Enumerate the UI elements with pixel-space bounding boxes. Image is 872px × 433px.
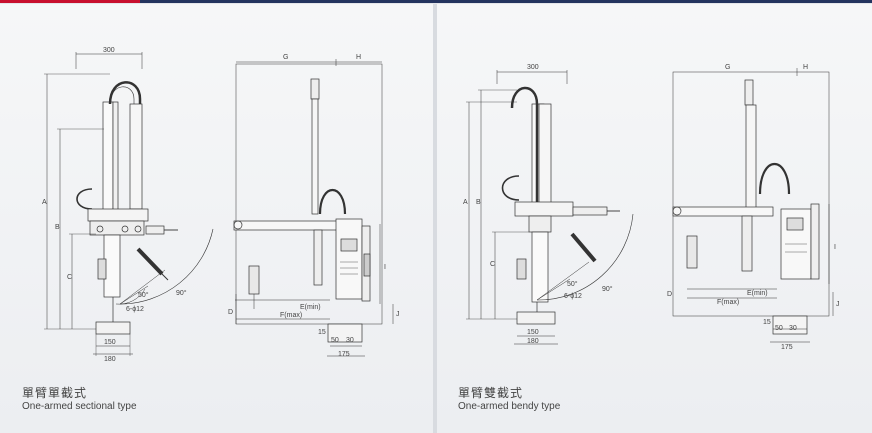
dim-180: 180 <box>527 338 539 345</box>
left-drawing-panel: 300 A B C 150 180 50° 90° 6-ϕ12 G H I D … <box>0 4 433 433</box>
right-caption-en: One-armed bendy type <box>458 401 561 412</box>
dim-H: H <box>356 54 361 61</box>
dim-B: B <box>476 199 481 206</box>
left-caption: 單臂單截式 One-armed sectional type <box>22 387 137 413</box>
dim-300: 300 <box>103 47 115 54</box>
dim-emin: E(min) <box>747 290 768 297</box>
dim-30: 30 <box>346 337 354 344</box>
top-accent-red <box>0 0 140 3</box>
right-technical-drawing: 300 A B C 150 180 50° 90° 6-ϕ12 G H I D … <box>463 64 840 351</box>
angle-90: 90° <box>602 285 613 293</box>
dim-fmax: F(max) <box>280 312 302 319</box>
dim-D: D <box>667 291 672 298</box>
angle-50: 50° <box>138 291 149 299</box>
dim-15: 15 <box>318 329 326 336</box>
dim-J: J <box>396 311 400 318</box>
dim-H: H <box>803 64 808 71</box>
dim-180: 180 <box>104 356 116 363</box>
dim-30: 30 <box>789 325 797 332</box>
top-accent-bar <box>0 0 872 4</box>
dim-I: I <box>384 264 386 271</box>
dim-G: G <box>283 54 288 61</box>
right-drawing-panel: 300 A B C 150 180 50° 90° 6-ϕ12 G H I D … <box>437 4 872 433</box>
dim-I: I <box>834 244 836 251</box>
dim-50: 50 <box>775 325 783 332</box>
dim-15: 15 <box>763 319 771 326</box>
dim-150: 150 <box>104 339 116 346</box>
hole-spec: 6-ϕ12 <box>126 306 144 313</box>
panel-divider <box>433 4 437 433</box>
dim-A: A <box>42 199 47 206</box>
angle-50: 50° <box>567 280 578 288</box>
right-caption-zh: 單臂雙截式 <box>458 386 524 400</box>
dim-C: C <box>67 274 72 281</box>
hole-spec: 6-ϕ12 <box>564 293 582 300</box>
dim-B: B <box>55 224 60 231</box>
top-accent-navy <box>140 0 872 3</box>
dim-175: 175 <box>338 351 350 358</box>
left-caption-en: One-armed sectional type <box>22 401 137 412</box>
right-caption: 單臂雙截式 One-armed bendy type <box>458 387 560 413</box>
dim-J: J <box>836 301 840 308</box>
angle-90: 90° <box>176 289 187 297</box>
dim-A: A <box>463 199 468 206</box>
dim-50: 50 <box>331 337 339 344</box>
dim-fmax: F(max) <box>717 299 739 306</box>
left-caption-zh: 單臂單截式 <box>22 386 88 400</box>
dim-emin: E(min) <box>300 304 321 311</box>
dim-300: 300 <box>527 64 539 71</box>
dim-D: D <box>228 309 233 316</box>
dim-150: 150 <box>527 329 539 336</box>
left-technical-drawing: 300 A B C 150 180 50° 90° 6-ϕ12 G H I D … <box>42 47 400 363</box>
dim-C: C <box>490 261 495 268</box>
dim-G: G <box>725 64 730 71</box>
dim-175: 175 <box>781 344 793 351</box>
